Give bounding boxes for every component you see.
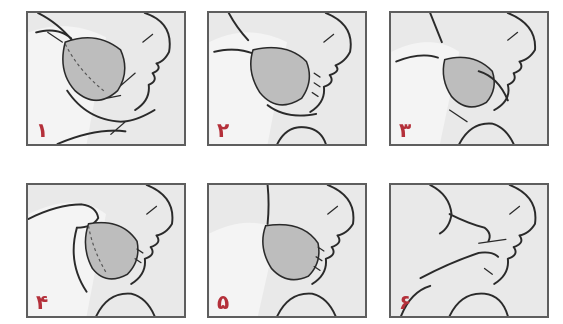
panel-step-4: ۴ — [26, 183, 186, 318]
step-number-5: ۵ — [217, 292, 229, 312]
panel-step-6: ۶ — [389, 183, 549, 318]
illustration-step-6 — [391, 185, 547, 316]
panel-step-5: ۵ — [207, 183, 367, 318]
illustration-step-1 — [28, 13, 184, 144]
illustration-step-3 — [391, 13, 547, 144]
step-number-6: ۶ — [399, 292, 411, 312]
step-number-2: ۲ — [217, 120, 229, 140]
panel-step-3: ۳ — [389, 11, 549, 146]
step-number-1: ۱ — [36, 120, 48, 140]
panel-step-2: ۲ — [207, 11, 367, 146]
illustration-step-4 — [28, 185, 184, 316]
step-number-3: ۳ — [399, 120, 411, 140]
illustration-step-5 — [209, 185, 365, 316]
panel-step-1: ۱ — [26, 11, 186, 146]
illustration-step-2 — [209, 13, 365, 144]
step-number-4: ۴ — [36, 292, 48, 312]
